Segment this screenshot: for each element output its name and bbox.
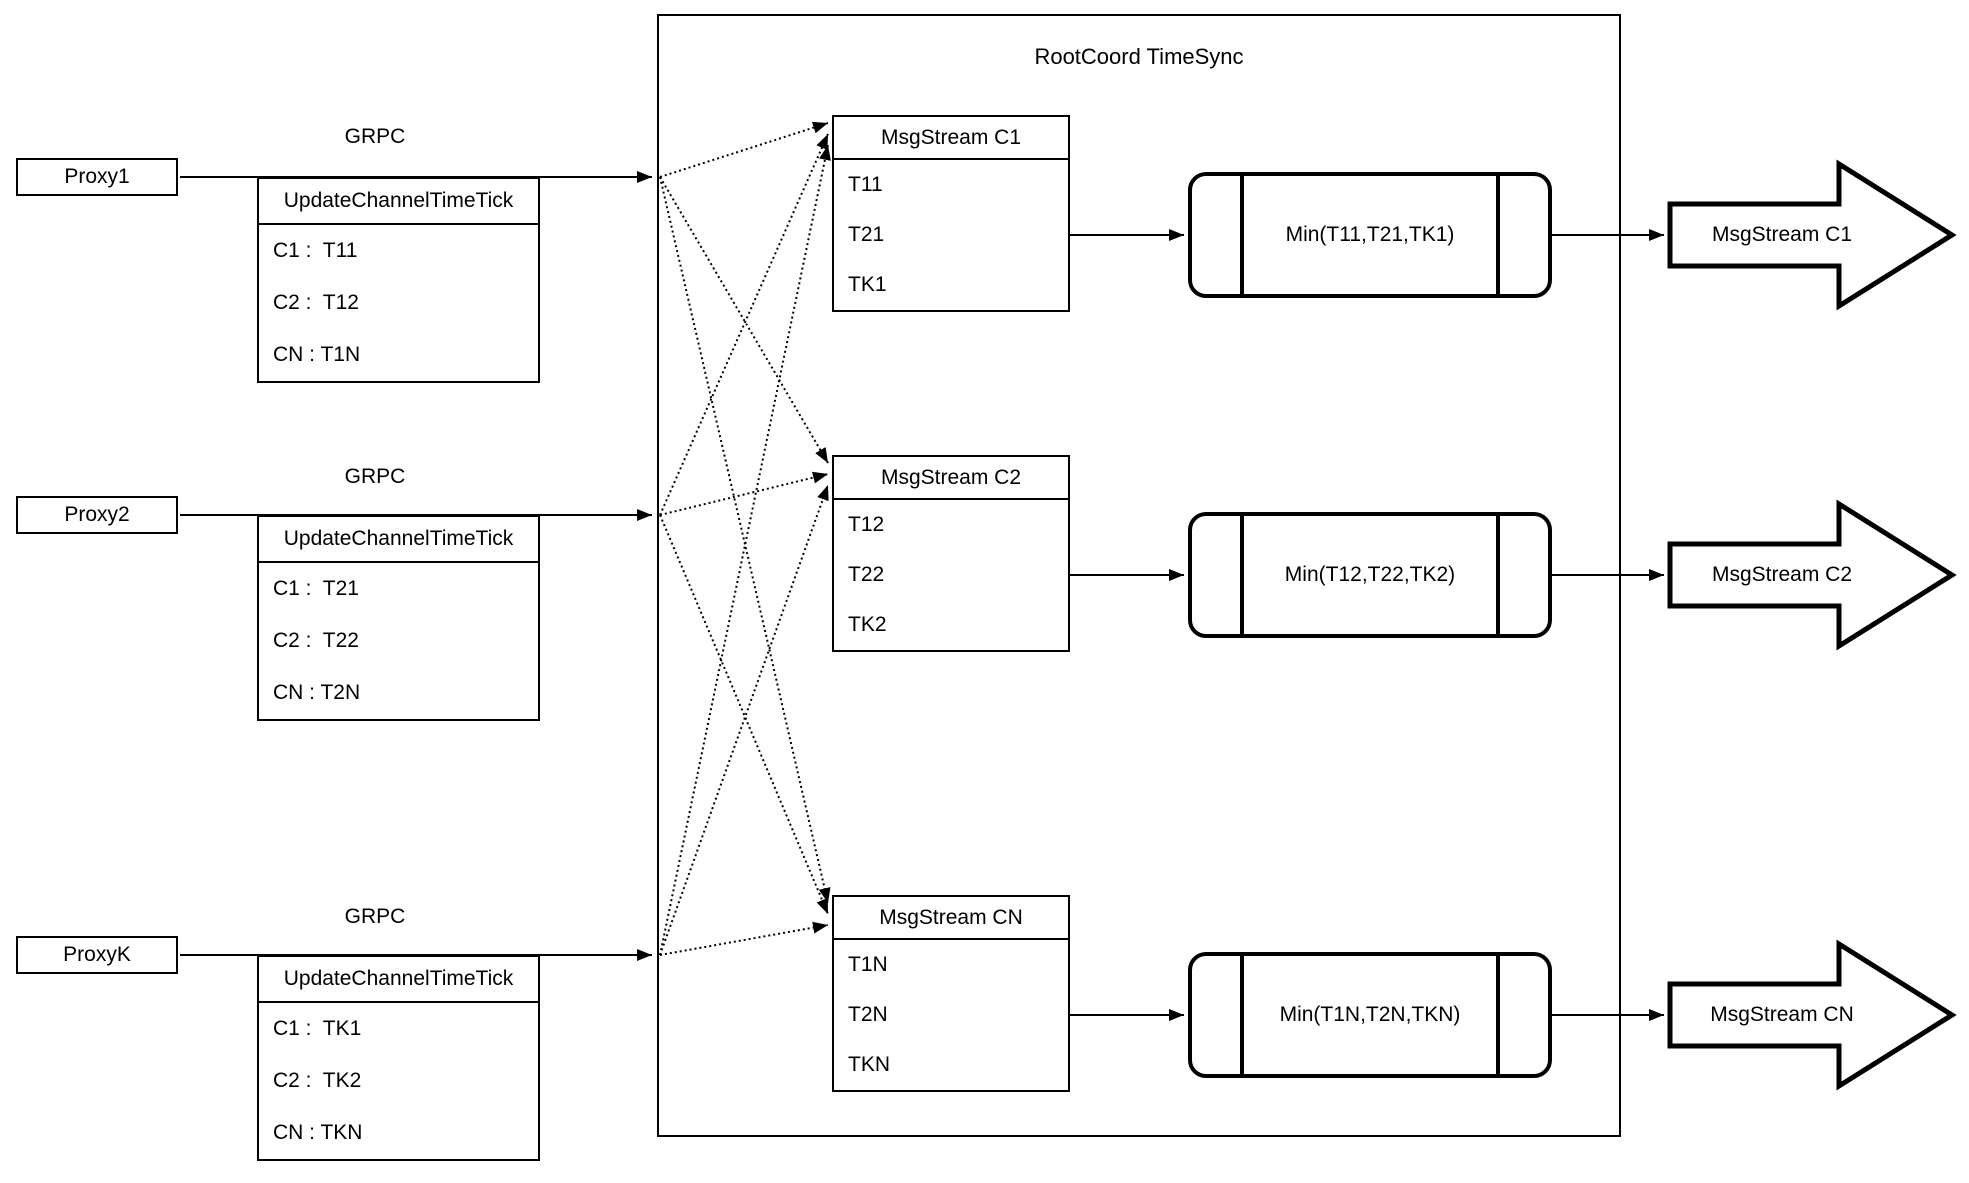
- msgstream-table-c1: MsgStream C1 T11 T21 TK1: [832, 115, 1070, 312]
- min-label-2: Min(T12,T22,TK2): [1284, 563, 1456, 586]
- dotted-arrow-p1-cn: [659, 176, 831, 904]
- proxy2-label: Proxy2: [64, 503, 130, 526]
- min-shape-2: [1188, 512, 1552, 638]
- timesync-dotted-arrows: [659, 121, 831, 956]
- dotted-arrow-p2-c1: [659, 133, 829, 516]
- update-table-2-header: UpdateChannelTimeTick: [259, 517, 538, 563]
- dotted-arrow-pk-cn: [659, 921, 829, 956]
- update-table-2-row-c2: C2 : T22: [273, 629, 359, 652]
- grpc-label-1: GRPC: [344, 125, 406, 148]
- min-label-1: Min(T11,T21,TK1): [1285, 223, 1455, 246]
- msgstream-table-c2-header: MsgStream C2: [834, 457, 1068, 500]
- proxy2-box: Proxy2: [16, 496, 178, 534]
- dotted-arrow-pk-c2: [659, 484, 829, 956]
- msgstream-table-c1-row-3: TK1: [848, 273, 887, 296]
- block-arrow-msgstream-c2: [1667, 499, 1957, 651]
- msgstream-table-c1-header: MsgStream C1: [834, 117, 1068, 160]
- dotted-arrow-p2-cn: [659, 514, 829, 915]
- output-arrow-label-cn: MsgStream CN: [1710, 1003, 1854, 1026]
- dotted-arrow-p1-c2: [659, 176, 829, 464]
- output-arrow-label-c2: MsgStream C2: [1711, 563, 1853, 586]
- msgstream-table-cn-row-2: T2N: [848, 1003, 888, 1026]
- block-arrow-msgstream-cn: [1667, 939, 1957, 1091]
- msgstream-table-c2: MsgStream C2 T12 T22 TK2: [832, 455, 1070, 652]
- update-table-1: UpdateChannelTimeTick C1 : T11 C2 : T12 …: [257, 177, 540, 383]
- update-table-3: UpdateChannelTimeTick C1 : TK1 C2 : TK2 …: [257, 955, 540, 1161]
- msgstream-table-c1-row-1: T11: [848, 173, 883, 196]
- dotted-arrow-pk-c1: [659, 144, 831, 956]
- msgstream-table-cn: MsgStream CN T1N T2N TKN: [832, 895, 1070, 1092]
- proxyk-label: ProxyK: [63, 943, 131, 966]
- grpc-label-2: GRPC: [344, 465, 406, 488]
- output-arrow-label-c1: MsgStream C1: [1711, 223, 1853, 246]
- grpc-label-3: GRPC: [344, 905, 406, 928]
- update-table-3-row-c2: C2 : TK2: [273, 1069, 362, 1092]
- update-table-1-row-c2: C2 : T12: [273, 291, 359, 314]
- update-table-1-row-c1: C1 : T11: [273, 239, 358, 262]
- rootcoord-title: RootCoord TimeSync: [1034, 44, 1244, 69]
- min-shape-1: [1188, 172, 1552, 298]
- update-table-2-row-cn: CN : T2N: [273, 681, 361, 704]
- msgstream-table-c2-row-2: T22: [848, 563, 885, 586]
- update-table-1-row-cn: CN : T1N: [273, 343, 361, 366]
- proxyk-box: ProxyK: [16, 936, 178, 974]
- msgstream-table-c2-row-3: TK2: [848, 613, 887, 636]
- update-table-3-row-c1: C1 : TK1: [273, 1017, 362, 1040]
- min-label-n: Min(T1N,T2N,TKN): [1279, 1003, 1461, 1026]
- proxy1-box: Proxy1: [16, 158, 178, 196]
- dotted-arrow-p2-c2: [659, 471, 829, 516]
- block-arrow-msgstream-c1: [1667, 159, 1957, 311]
- dotted-arrow-p1-c1: [659, 121, 829, 178]
- msgstream-table-cn-header: MsgStream CN: [834, 897, 1068, 940]
- msgstream-table-cn-row-3: TKN: [848, 1053, 890, 1076]
- update-table-2-row-c1: C1 : T21: [273, 577, 359, 600]
- update-table-1-header: UpdateChannelTimeTick: [259, 179, 538, 225]
- min-shape-n: [1188, 952, 1552, 1078]
- msgstream-table-c1-row-2: T21: [848, 223, 885, 246]
- proxy1-label: Proxy1: [64, 165, 130, 188]
- update-table-3-row-cn: CN : TKN: [273, 1121, 363, 1144]
- update-table-3-header: UpdateChannelTimeTick: [259, 957, 538, 1003]
- msgstream-table-cn-row-1: T1N: [848, 953, 888, 976]
- msgstream-table-c2-row-1: T12: [848, 513, 885, 536]
- update-table-2: UpdateChannelTimeTick C1 : T21 C2 : T22 …: [257, 515, 540, 721]
